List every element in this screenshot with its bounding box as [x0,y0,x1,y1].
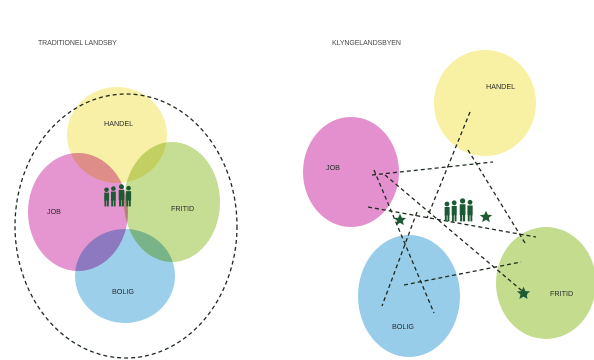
left-panel: TRADITIONEL LANDSBY HANDEL JOB FRITID BO… [14,40,238,359]
right-circle-job [303,117,399,227]
left-label-bolig: BOLIG [112,287,134,296]
left-circle-fritid [124,142,220,262]
left-outer-boundary [14,93,238,359]
right-circle-bolig [358,235,460,357]
left-label-handel: HANDEL [104,119,133,128]
right-circle-handel [434,50,536,156]
star-icon [479,210,493,223]
left-label-job: JOB [47,207,61,216]
right-label-job: JOB [326,163,340,172]
left-panel-title: TRADITIONEL LANDSBY [38,40,117,47]
people-icon [444,198,473,222]
left-label-fritid: FRITID [171,204,194,213]
right-label-fritid: FRITID [550,289,573,298]
left-circle-bolig [75,229,175,323]
right-label-bolig: BOLIG [392,322,414,331]
right-circle-fritid [496,227,594,339]
left-venn [28,87,220,323]
right-label-handel: HANDEL [486,82,515,91]
right-panel: KLYNGELANDSBYEN HANDEL JOB FRITID BOLIG [303,40,594,357]
right-panel-title: KLYNGELANDSBYEN [332,40,401,47]
star-icon [393,213,407,226]
right-connectors [367,111,537,314]
